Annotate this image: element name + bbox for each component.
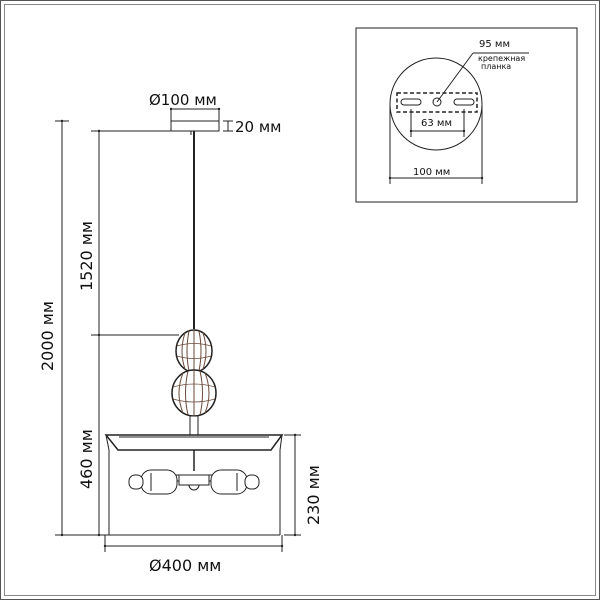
- total-height-label: 2000 мм: [38, 301, 57, 371]
- canopy-diameter-label: Ø100 мм: [149, 91, 217, 109]
- cord-length-dimension: 1520 мм: [77, 129, 179, 337]
- bracket-length-label: 95 мм: [479, 39, 510, 50]
- mounting-bracket: [396, 92, 478, 113]
- hole-spacing-label: 63 мм: [421, 118, 452, 129]
- shade-diameter-label: Ø400 мм: [149, 556, 221, 575]
- slot-right: [453, 98, 475, 106]
- canopy-circle: [389, 57, 483, 151]
- canopy-height-label: 20 мм: [235, 118, 282, 136]
- slot-left: [400, 98, 422, 106]
- glass-ball-top: [175, 329, 213, 373]
- shade-height-label: 230 мм: [304, 465, 323, 525]
- shade-diameter-dimension: Ø400 мм: [103, 535, 284, 575]
- bulb-left: [140, 469, 178, 495]
- bulb-right: [210, 469, 248, 495]
- bracket-label-line2: планка: [481, 62, 511, 71]
- ceiling-canopy: Ø100 мм 20 мм: [149, 91, 282, 136]
- cord-length-label: 1520 мм: [77, 221, 96, 291]
- mounting-detail-inset: 95 мм крепежная планка 63 мм 100 мм: [355, 27, 578, 203]
- light-fixture-inner: [128, 451, 260, 495]
- canopy-width-label: 100 мм: [413, 167, 450, 178]
- lamp-shade: [104, 434, 284, 536]
- bracket-label-line1: крепежная: [478, 54, 525, 63]
- body-height-dimension: 460 мм: [77, 335, 101, 537]
- shade-height-dimension: 230 мм: [284, 433, 323, 537]
- glass-ball-bottom: [171, 369, 217, 417]
- suspension-cord: [190, 131, 195, 329]
- total-height-dimension: 2000 мм: [38, 119, 109, 537]
- body-height-label: 460 мм: [77, 429, 96, 489]
